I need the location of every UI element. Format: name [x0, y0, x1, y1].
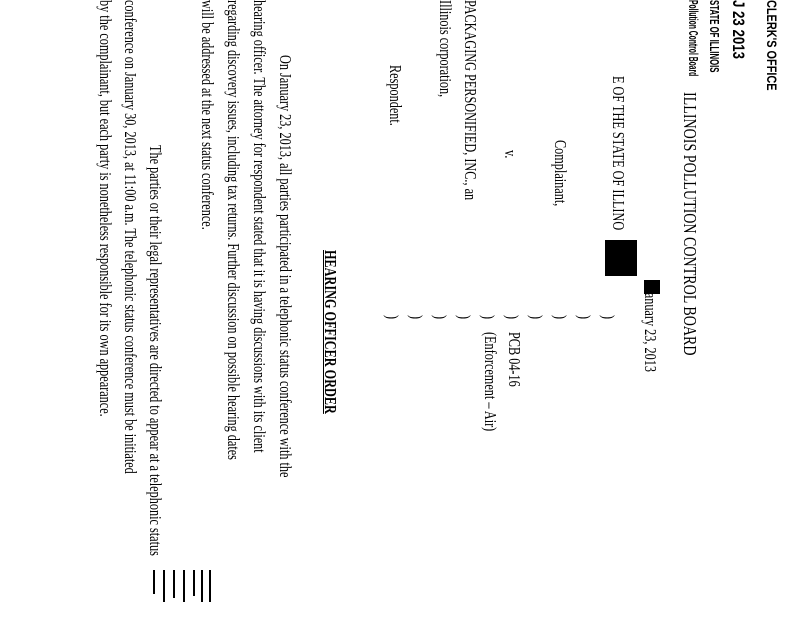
scan-artifact — [644, 280, 660, 294]
caption-paren: ) — [599, 315, 618, 320]
plaintiff-name: E OF THE STATE OF ILLINO — [609, 76, 628, 231]
paragraph1-line: will be addressed at the next status con… — [198, 0, 217, 230]
paragraph2-line: The parties or their legal representativ… — [146, 145, 165, 556]
redaction-block — [605, 240, 637, 276]
case-number: PCB 04-16 — [505, 332, 524, 387]
caption-paren: ) — [527, 315, 546, 320]
caption-paren: ) — [407, 315, 426, 320]
signature — [149, 570, 215, 602]
plaintiff-role: Complainant, — [551, 140, 570, 207]
caption-paren: ) — [503, 315, 522, 320]
paragraph1-line: regarding discovery issues, including ta… — [224, 0, 243, 460]
defendant-desc: Illinois corporation, — [436, 0, 455, 98]
board-title: ILLINOIS POLLUTION CONTROL BOARD — [680, 92, 700, 356]
paragraph2-line: by the complainant, but each party is no… — [96, 0, 115, 417]
caption-paren: ) — [455, 315, 474, 320]
caption-paren: ) — [431, 315, 450, 320]
stamp-state: STATE OF ILLINOIS — [707, 0, 722, 73]
paragraph1-line: On January 23, 2013, all parties partici… — [276, 55, 295, 478]
paragraph2-line: conference on January 30, 2013, at 11:00… — [121, 0, 140, 474]
caption-paren: ) — [383, 315, 402, 320]
stamp-date: J 23 2013 — [729, 0, 748, 59]
order-date: January 23, 2013 — [641, 288, 660, 372]
versus: v. — [501, 150, 520, 159]
defendant-name: PACKAGING PERSONIFIED, INC., an — [461, 0, 480, 201]
defendant-role: Respondent. — [386, 65, 405, 126]
clerk-stamp: CLERK'S OFFICE — [764, 0, 780, 91]
paragraph1-line: hearing officer. The attorney for respon… — [250, 0, 269, 453]
caption-paren: ) — [551, 315, 570, 320]
caption-paren: ) — [479, 315, 498, 320]
stamp-board: Pollution Control Board — [686, 0, 701, 77]
order-title: HEARING OFFICER ORDER — [321, 250, 340, 414]
case-type: (Enforcement – Air) — [481, 332, 500, 432]
caption-paren: ) — [575, 315, 594, 320]
